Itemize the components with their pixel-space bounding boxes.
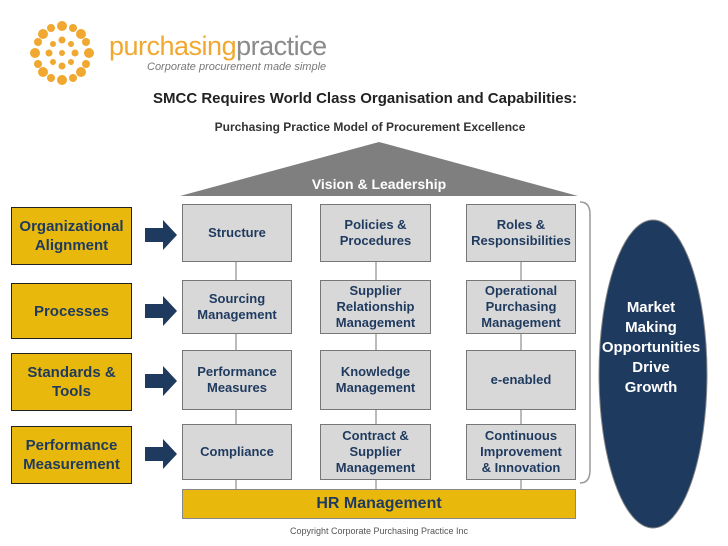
row-label-processes: Processes (11, 283, 132, 339)
cell-structure: Structure (182, 204, 292, 262)
page-subtitle: Purchasing Practice Model of Procurement… (214, 120, 526, 134)
row-label-standards-tools: Standards & Tools (11, 353, 132, 411)
brand-name: purchasingpractice (109, 31, 327, 61)
oval-text: Market Making Opportunities Drive Growth (601, 299, 701, 396)
cell-e-enabled: e-enabled (466, 350, 576, 410)
arrow-right-icon (145, 439, 177, 469)
cell-supplier-relationship-management: Supplier Relationship Management (320, 280, 431, 334)
roof-shape (180, 142, 578, 196)
hr-management-bar: HR Management (182, 489, 576, 519)
purchasing-practice-logo-icon (30, 21, 94, 85)
cell-knowledge-management: Knowledge Management (320, 350, 431, 410)
row-label-performance-measurement: Performance Measurement (11, 426, 132, 484)
cell-sourcing-management: Sourcing Management (182, 280, 292, 334)
row-label-organizational-alignment: Organizational Alignment (11, 207, 132, 265)
growth-oval (598, 219, 708, 529)
arrow-right-icon (145, 220, 177, 250)
cell-compliance: Compliance (182, 424, 292, 480)
right-bracket (579, 201, 591, 484)
copyright-text: Copyright Corporate Purchasing Practice … (289, 526, 469, 536)
page-title: SMCC Requires World Class Organisation a… (153, 90, 577, 107)
arrow-right-icon (145, 366, 177, 396)
cell-performance-measures: Performance Measures (182, 350, 292, 410)
cell-policies-procedures: Policies & Procedures (320, 204, 431, 262)
roof-label: Vision & Leadership (311, 176, 447, 192)
grid-connectors (235, 260, 522, 490)
brand-tagline: Corporate procurement made simple (147, 61, 327, 73)
arrow-right-icon (145, 296, 177, 326)
cell-contract-supplier-management: Contract & Supplier Management (320, 424, 431, 480)
cell-roles-responsibilities: Roles & Responsibilities (466, 204, 576, 262)
cell-operational-purchasing-management: Operational Purchasing Management (466, 280, 576, 334)
cell-continuous-improvement: Continuous Improvement & Innovation (466, 424, 576, 480)
